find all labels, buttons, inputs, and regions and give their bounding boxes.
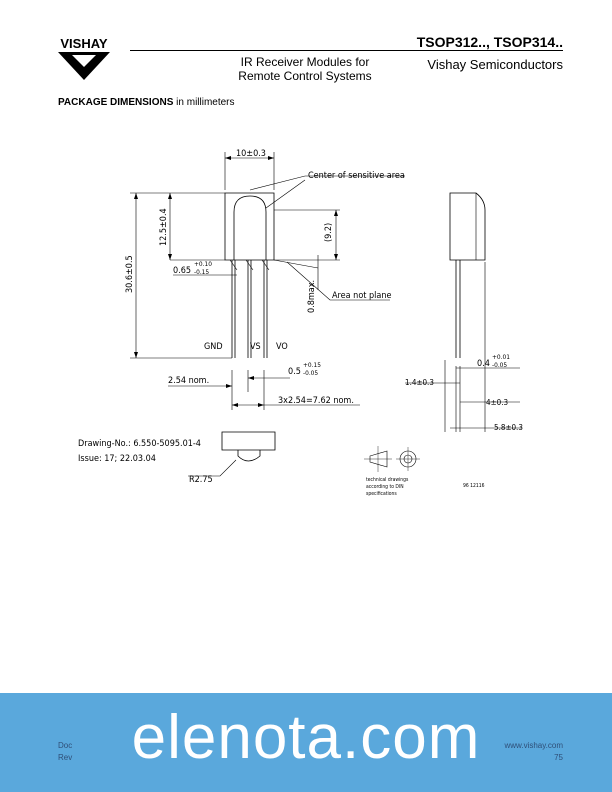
pin-vo xyxy=(263,260,268,358)
radius-label: R2.75 xyxy=(189,475,213,485)
package-top-view xyxy=(221,431,276,451)
section-unit: in millimeters xyxy=(176,97,235,108)
dim-92-label: (9.2) xyxy=(324,223,334,242)
pin-gnd-label: GND xyxy=(204,342,223,352)
center-sensitive-label: Center of sensitive area xyxy=(308,171,405,181)
footer-page-number: 75 xyxy=(554,753,563,762)
logo-text: VISHAY xyxy=(60,36,108,51)
area-not-plane-label: Area not plane xyxy=(332,291,391,301)
watermark: elenota.com xyxy=(131,703,481,772)
dim-04-label: 0.4 xyxy=(477,359,490,369)
dim-total-label: 30.6±0.5 xyxy=(125,255,135,293)
package-body xyxy=(224,192,275,261)
pin-vs xyxy=(247,260,252,358)
dim-05-tol-dn: -0.05 xyxy=(303,369,318,377)
section-heading: PACKAGE DIMENSIONS in millimeters xyxy=(58,97,235,108)
dim-04-tol-up: +0.01 xyxy=(492,353,510,361)
package-side-view xyxy=(449,192,486,261)
vishay-logo: VISHAY xyxy=(58,36,110,80)
dim-065-tol-dn: -0.15 xyxy=(194,268,209,276)
tech-note-line-1: technical drawings xyxy=(366,477,409,483)
footer-revision: Rev xyxy=(58,753,73,762)
pin-side xyxy=(455,260,461,358)
footer-doc-number: Doc xyxy=(58,741,73,750)
dim-065-label: 0.65 xyxy=(173,266,191,276)
drawing-issue: Issue: 17; 22.03.04 xyxy=(78,454,156,464)
tech-note-line-3: specifications xyxy=(366,491,397,497)
dim-width-label: 10±0.3 xyxy=(236,149,266,159)
section-title: PACKAGE DIMENSIONS xyxy=(58,97,174,108)
company-name: Vishay Semiconductors xyxy=(427,57,563,72)
footer-website: www.vishay.com xyxy=(504,741,563,750)
drawing-number: Drawing-No.: 6.550-5095.01-4 xyxy=(78,439,201,449)
subtitle-line-2: Remote Control Systems xyxy=(238,69,372,83)
subtitle-line-1: IR Receiver Modules for xyxy=(240,55,370,69)
projection-symbol-icon xyxy=(369,450,388,468)
dim-pitch-label: 3x2.54=7.62 nom. xyxy=(278,396,354,406)
dim-05-tol-up: +0.15 xyxy=(303,361,321,369)
pin-gnd xyxy=(231,260,236,358)
dim-254-label: 2.54 nom. xyxy=(168,376,209,386)
ref-code: 96 12116 xyxy=(463,483,485,489)
dim-05-label: 0.5 xyxy=(288,367,301,377)
document-subtitle: IR Receiver Modules for Remote Control S… xyxy=(225,55,385,83)
header-rule xyxy=(130,50,563,51)
dim-4-label: 4±0.3 xyxy=(486,398,508,407)
tech-note-line-2: according to DIN xyxy=(366,484,404,490)
dim-58-label: 5.8±0.3 xyxy=(494,423,523,432)
dim-top-label: 12.5±0.4 xyxy=(159,208,169,246)
package-dome xyxy=(233,195,267,260)
dim-04-tol-dn: -0.05 xyxy=(492,361,507,369)
footer-band xyxy=(0,693,612,792)
pin-vo-label: VO xyxy=(276,342,288,352)
pin-vs-label: VS xyxy=(250,342,261,352)
document-title: TSOP312.., TSOP314.. xyxy=(416,34,563,50)
dim-065-tol-up: +0.10 xyxy=(194,260,212,268)
dim-14-label: 1.4±0.3 xyxy=(405,378,434,387)
dim-08-label: 0.8max. xyxy=(307,280,317,313)
footer-text: Doc Rev www.vishay.com 75 xyxy=(58,741,563,775)
